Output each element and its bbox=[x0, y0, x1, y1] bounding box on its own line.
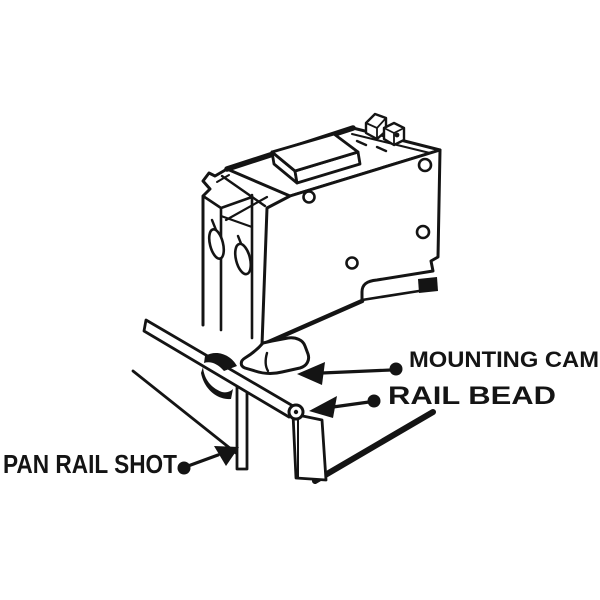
toggle-cube-edges bbox=[365, 117, 387, 140]
label-mounting-cam: MOUNTING CAM bbox=[409, 347, 599, 372]
cam-hook-upper bbox=[204, 352, 237, 371]
toggle-pivot-dot bbox=[394, 132, 400, 138]
breaker-top-pad bbox=[270, 132, 362, 185]
breaker-bottom-tab bbox=[418, 277, 438, 293]
leader-bullet-dot bbox=[177, 461, 191, 475]
wall-channel-inner-diagonal bbox=[219, 214, 254, 229]
rivet bbox=[417, 157, 433, 173]
breaker-toggle-handle bbox=[355, 112, 406, 153]
rail-bead-center-dot bbox=[293, 409, 299, 415]
leader-line bbox=[186, 453, 220, 468]
wall-channel-left bbox=[201, 194, 223, 332]
pan-rail-assembly bbox=[131, 318, 436, 484]
label-pan-rail-shot: PAN RAIL SHOT bbox=[3, 451, 177, 479]
leader-bullet-dot bbox=[389, 362, 403, 376]
terminal-blade-oval bbox=[207, 228, 226, 260]
breaker-bottom-edge-thick bbox=[259, 298, 365, 348]
arrowhead-icon bbox=[214, 446, 239, 466]
breaker-ledge-underline bbox=[360, 289, 421, 302]
mounting-cam-foot bbox=[239, 336, 311, 375]
leader-bullet-dot bbox=[367, 394, 381, 408]
pan-left-edge-line bbox=[131, 369, 238, 455]
rivet bbox=[345, 256, 359, 270]
circuit-breaker-body bbox=[201, 112, 442, 348]
arrowhead-icon bbox=[309, 396, 337, 418]
pan-face-below-bead bbox=[291, 412, 328, 482]
toggle-cube-edges bbox=[383, 127, 405, 146]
breaker-left-terminal-wall bbox=[201, 167, 269, 340]
terminal-blade-oval bbox=[233, 242, 253, 276]
callout-rail-bead: RAIL BEAD bbox=[309, 382, 556, 418]
mounting-rail-strip bbox=[142, 318, 295, 419]
callout-mounting-cam: MOUNTING CAM bbox=[297, 347, 599, 385]
arrowhead-icon bbox=[297, 362, 325, 385]
leader-line bbox=[331, 400, 371, 409]
cam-hook-lower bbox=[201, 367, 233, 400]
leader-line bbox=[320, 368, 393, 375]
wall-inner-edge bbox=[216, 174, 230, 183]
label-rail-bead: RAIL BEAD bbox=[388, 382, 556, 410]
wall-channel-top-diagonal bbox=[224, 195, 269, 222]
callout-pan-rail-shot: PAN RAIL SHOT bbox=[3, 446, 239, 479]
rivet bbox=[302, 190, 316, 204]
mounting-cam-assembly bbox=[201, 336, 311, 421]
rivet bbox=[415, 224, 431, 240]
terminal-stem bbox=[210, 218, 218, 232]
pad-top-face bbox=[270, 132, 360, 173]
mounting-cam-foot-notch bbox=[264, 351, 270, 373]
toggle-tick-marks bbox=[355, 139, 388, 153]
pan-rail-vertical-strip bbox=[235, 383, 249, 471]
pan-front-edge-thick bbox=[312, 409, 436, 484]
